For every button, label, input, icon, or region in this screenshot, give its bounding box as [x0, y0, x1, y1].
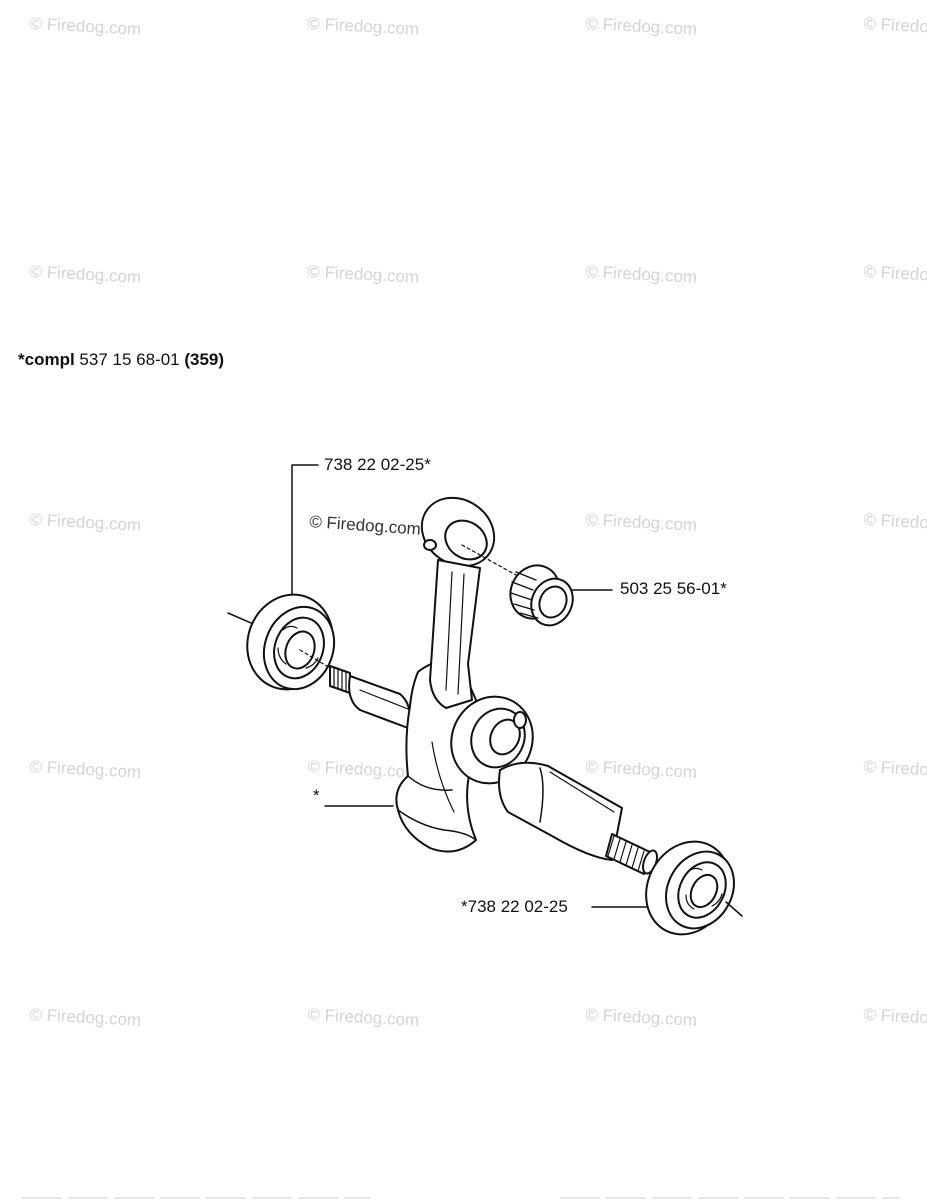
crankshaft-right-journal: [498, 761, 658, 875]
title-prefix: *compl: [18, 350, 75, 369]
crankshaft-left-journal: [329, 665, 411, 729]
assembly-title: *compl 537 15 68-01 (359): [18, 350, 224, 370]
leader-line-bearing-top: [291, 464, 319, 598]
callout-crankshaft: *: [313, 786, 320, 805]
callout-bearing-bottom: *738 22 02-25: [461, 897, 568, 916]
connecting-rod: [420, 496, 534, 785]
title-part-number: 537 15 68-01: [79, 350, 180, 369]
ball-bearing-left: [227, 593, 336, 691]
title-ref: (359): [184, 350, 225, 369]
callout-bearing-top: 738 22 02-25*: [324, 455, 431, 474]
scan-edge-marks: [22, 1197, 900, 1199]
ball-bearing-right: [645, 840, 743, 936]
callout-needle-bearing: 503 25 56-01*: [620, 579, 727, 598]
needle-bearing: [461, 544, 574, 627]
crank-web: [395, 661, 477, 853]
